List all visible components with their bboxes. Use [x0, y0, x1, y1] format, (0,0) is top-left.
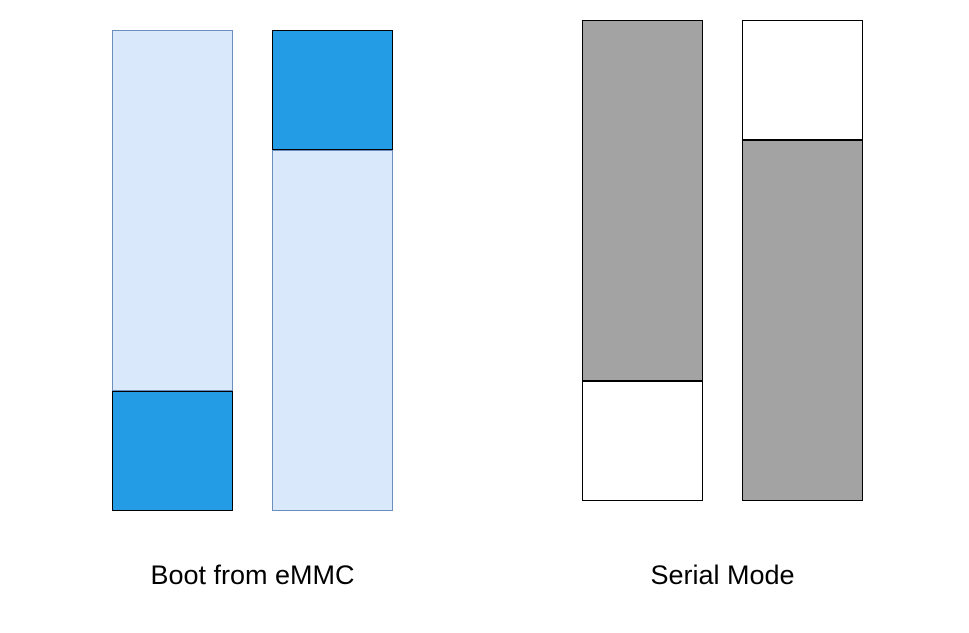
serial-column-2: [742, 20, 863, 501]
emmc-column-2-lower-segment: [272, 150, 393, 511]
serial-column-1-lower-segment: [582, 380, 703, 501]
serial-mode-caption: Serial Mode: [650, 560, 795, 590]
serial-column-1-upper-segment: [582, 20, 703, 381]
emmc-column-1-upper-segment: [112, 30, 233, 391]
boot-from-emmc-caption: Boot from eMMC: [150, 560, 355, 590]
serial-column-1: [582, 20, 703, 501]
serial-column-2-upper-segment: [742, 20, 863, 141]
serial-column-2-lower-segment: [742, 140, 863, 501]
emmc-column-1-lower-segment: [112, 390, 233, 511]
emmc-column-2: [272, 30, 393, 511]
emmc-column-1: [112, 30, 233, 511]
emmc-column-2-upper-segment: [272, 30, 393, 151]
